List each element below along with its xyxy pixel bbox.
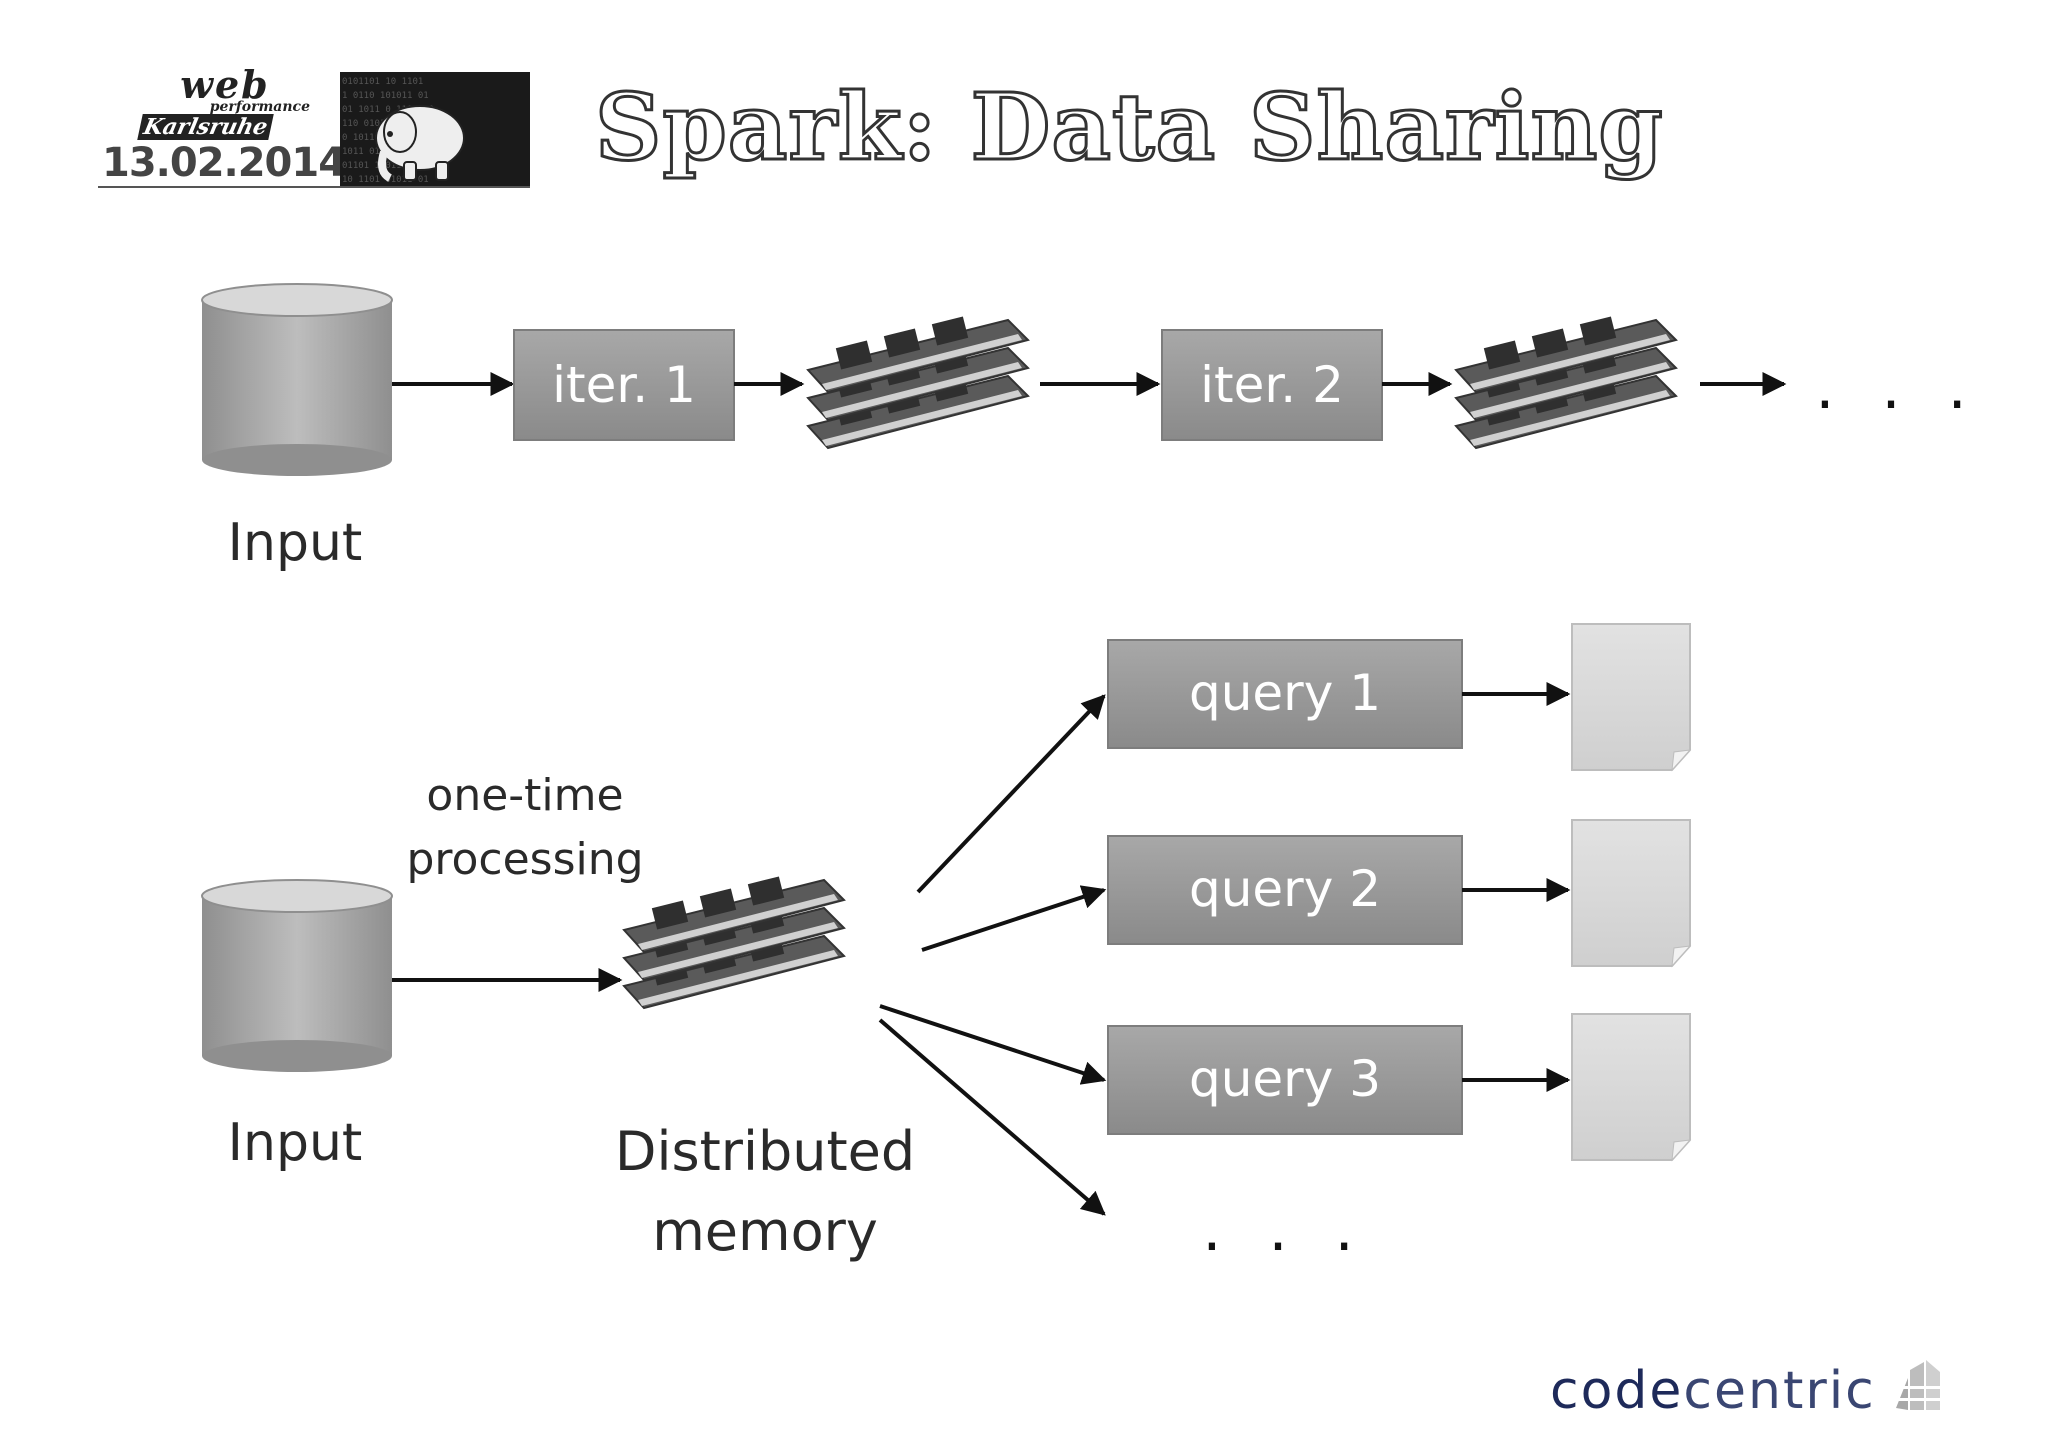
result-document-3-icon — [1571, 1013, 1691, 1161]
svg-text:10 1101 01011 01: 10 1101 01011 01 — [342, 175, 429, 185]
svg-text:1 0110 101011 01: 1 0110 101011 01 — [342, 91, 429, 101]
processing-label: processing — [406, 834, 643, 885]
top-memory-1-icon — [808, 316, 1028, 448]
svg-text:01 1011 0 1101 10: 01 1011 0 1101 10 — [342, 105, 434, 115]
event-logo-web: web — [180, 62, 270, 107]
event-logo: web performance Karlsruhe — [137, 62, 310, 140]
memory-label: memory — [652, 1200, 878, 1263]
top-step-label-2: iter. 2 — [1200, 356, 1344, 414]
event-logo-performance: performance — [209, 99, 310, 115]
one-time-label: one-time — [426, 770, 623, 821]
arrow-memory-query1 — [916, 694, 1106, 894]
query-box-2 — [1107, 835, 1463, 945]
query-label-2: query 2 — [1189, 860, 1381, 918]
brand-part-1: code — [1550, 1361, 1683, 1418]
hadoop-elephant-image: 0101101 10 1101 1 0110 101011 01 01 1011 … — [340, 72, 530, 186]
bottom-input-cylinder — [201, 879, 393, 1073]
arrow-memory-query2 — [921, 885, 1107, 952]
distributed-label: Distributed — [615, 1120, 915, 1183]
slide-title: Spark: Data Sharing — [594, 72, 1665, 183]
query-label-3: query 3 — [1189, 1050, 1381, 1108]
top-continuation: . . . — [1815, 353, 1980, 423]
svg-text:0101101 10 1101: 0101101 10 1101 — [342, 77, 423, 87]
top-input-cylinder — [201, 283, 393, 477]
codecentric-logo: codecentric — [1550, 1360, 1942, 1418]
arrow-memory-continue — [878, 1018, 1106, 1216]
top-step-box-2 — [1161, 329, 1383, 441]
top-input-label: Input — [228, 513, 363, 573]
top-step-box-1 — [513, 329, 735, 441]
query-label-1: query 1 — [1189, 664, 1381, 722]
distributed-memory-icon — [624, 876, 844, 1008]
header-divider — [98, 186, 530, 188]
bottom-continuation: . . . — [1202, 1195, 1367, 1265]
bottom-input-label: Input — [228, 1113, 363, 1173]
brand-part-2: centric — [1683, 1361, 1875, 1418]
svg-text:codecentric: codecentric — [1550, 1361, 1876, 1418]
codecentric-mark-icon — [1894, 1360, 1942, 1410]
top-memory-2-icon — [1456, 316, 1676, 448]
result-document-1-icon — [1571, 623, 1691, 771]
result-document-2-icon — [1571, 819, 1691, 967]
event-date: 13.02.2014 — [102, 140, 346, 186]
top-step-label-1: iter. 1 — [552, 356, 696, 414]
query-box-3 — [1107, 1025, 1463, 1135]
arrow-memory-query3 — [879, 1004, 1107, 1085]
